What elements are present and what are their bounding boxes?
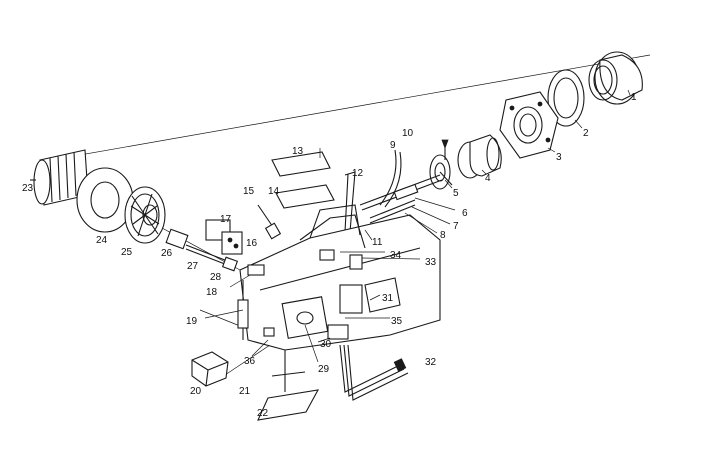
part-burner-housing [239,204,441,351]
part-base-plate [257,350,320,421]
callout-14: 14 [268,186,280,197]
part-photocell [257,204,282,240]
callout-25: 25 [121,247,133,258]
part-control-box [364,277,401,313]
part-motor [30,149,89,206]
callout-6: 6 [462,208,468,219]
callout-1: 1 [631,92,637,103]
part-sleeve [457,134,502,179]
callout-leader-lines [204,89,631,363]
callout-29: 29 [318,364,330,375]
callout-22: 22 [257,408,269,419]
part-coupling-shaft [165,228,239,272]
callout-23: 23 [22,183,34,194]
callout-36: 36 [244,356,256,367]
part-flange [499,91,559,159]
part-fan-wheel [124,186,166,244]
callout-9: 9 [390,140,396,151]
callout-10: 10 [402,128,414,139]
callout-15: 15 [243,186,255,197]
callout-7: 7 [453,221,459,232]
callout-32: 32 [425,357,437,368]
callout-24: 24 [96,235,108,246]
callout-34: 34 [390,250,402,261]
callout-11: 11 [372,237,383,248]
part-electrode-assembly [359,174,443,224]
part-gasket [547,69,585,127]
callout-13: 13 [292,146,304,157]
callout-26: 26 [161,248,173,259]
part-cover-box [191,351,229,387]
callout-27: 27 [187,261,199,272]
callout-33: 33 [425,257,437,268]
callout-16: 16 [246,238,258,249]
callout-5: 5 [453,188,459,199]
callout-17: 17 [220,214,232,225]
part-cover-plates [271,148,335,209]
callout-31: 31 [382,293,394,304]
part-small-fittings [263,249,363,337]
callout-8: 8 [440,230,446,241]
callout-19: 19 [186,316,198,327]
callout-28: 28 [210,272,222,283]
part-screw [441,139,449,160]
part-flame-tube [588,51,643,105]
part-ignition-cable [379,149,402,208]
part-connector [247,264,265,276]
callout-12: 12 [352,168,364,179]
callout-35: 35 [391,316,403,327]
callout-18: 18 [206,287,218,298]
part-valve-plug [237,280,249,340]
part-terminal-blocks [205,219,243,255]
callout-20: 20 [190,386,202,397]
callout-2: 2 [583,128,589,139]
callout-4: 4 [485,173,491,184]
part-air-rod [344,171,356,233]
part-oil-hoses [339,344,409,401]
callout-3: 3 [556,152,562,163]
part-motor-flange [76,167,134,233]
callout-21: 21 [239,386,251,397]
callout-30: 30 [320,339,332,350]
callout-labels: 1 2 3 4 5 6 7 8 9 10 11 12 13 14 15 16 1… [22,92,637,419]
